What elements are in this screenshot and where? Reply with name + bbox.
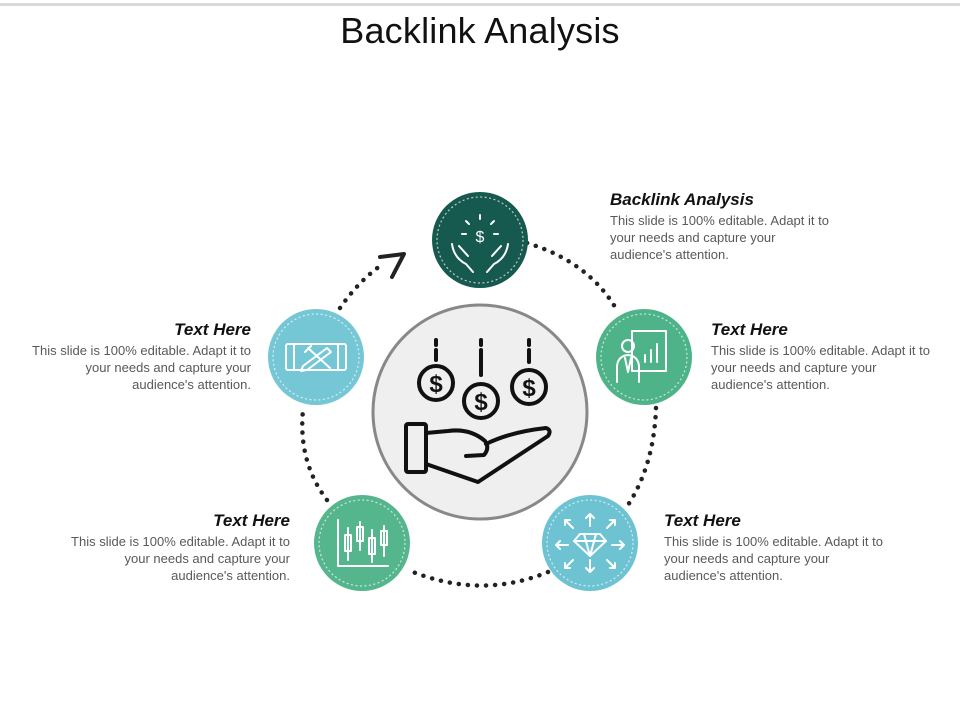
block-heading: Text Here bbox=[213, 511, 290, 530]
hand-with-coins-icon: $ $ $ bbox=[404, 338, 552, 484]
block-body: This slide is 100% editable. Adapt it to… bbox=[664, 534, 883, 583]
connector-right-bottomright bbox=[625, 405, 659, 508]
node-top: $ bbox=[432, 192, 528, 288]
connector-top-right bbox=[524, 240, 621, 315]
block-heading: Text Here bbox=[664, 511, 741, 530]
block-body: This slide is 100% editable. Adapt it to… bbox=[610, 213, 829, 262]
text-block-top: Backlink Analysis This slide is 100% edi… bbox=[610, 190, 835, 263]
presenter-chart-icon bbox=[616, 330, 667, 383]
svg-text:$: $ bbox=[429, 371, 443, 398]
top-rule bbox=[0, 3, 960, 6]
connector-bottomright-bottomleft bbox=[405, 567, 551, 588]
center-node: $ $ $ bbox=[371, 303, 589, 521]
dotted-connectors bbox=[300, 240, 659, 588]
node-left bbox=[268, 309, 364, 405]
text-block-right: Text Here This slide is 100% editable. A… bbox=[711, 320, 936, 393]
slide-title: Backlink Analysis bbox=[340, 10, 620, 51]
block-heading: Backlink Analysis bbox=[610, 190, 754, 209]
svg-text:$: $ bbox=[522, 375, 536, 402]
text-block-left: Text Here This slide is 100% editable. A… bbox=[26, 320, 251, 393]
connector-bottomleft-left bbox=[300, 407, 330, 503]
node-bottom-left bbox=[314, 495, 410, 591]
block-body: This slide is 100% editable. Adapt it to… bbox=[32, 343, 251, 392]
svg-text:$: $ bbox=[474, 389, 488, 416]
block-heading: Text Here bbox=[711, 320, 788, 339]
text-block-bottom-left: Text Here This slide is 100% editable. A… bbox=[65, 511, 290, 584]
block-body: This slide is 100% editable. Adapt it to… bbox=[711, 343, 930, 392]
block-heading: Text Here bbox=[174, 320, 251, 339]
diamond-arrows-icon bbox=[555, 513, 625, 573]
node-right bbox=[596, 309, 692, 405]
node-bottom-right bbox=[542, 495, 638, 591]
connector-left-top bbox=[337, 263, 383, 311]
arrow-icon bbox=[378, 252, 406, 279]
ruler-pencil-icon bbox=[285, 343, 347, 372]
text-block-bottom-right: Text Here This slide is 100% editable. A… bbox=[664, 511, 889, 584]
block-body: This slide is 100% editable. Adapt it to… bbox=[71, 534, 290, 583]
hands-money-icon: $ bbox=[451, 214, 509, 273]
candlestick-chart-icon bbox=[337, 519, 389, 567]
svg-text:$: $ bbox=[476, 229, 485, 246]
